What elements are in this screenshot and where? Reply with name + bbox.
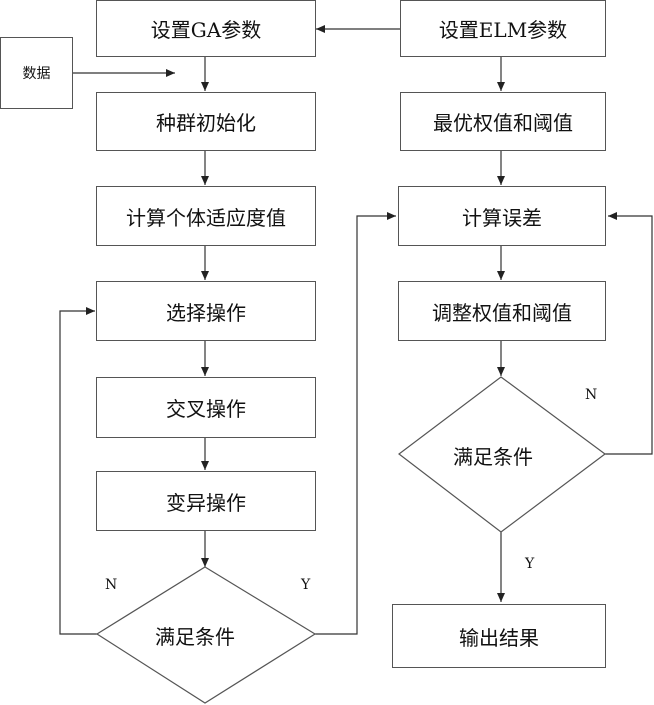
right-condition-label: 满足条件 bbox=[453, 445, 533, 469]
optimal-weights-box: 最优权值和阈值 bbox=[400, 92, 606, 151]
left-no-label: N bbox=[105, 577, 118, 593]
output-label: 输出结果 bbox=[459, 625, 539, 650]
data-box: 数据 bbox=[0, 37, 73, 109]
mutation-box: 变异操作 bbox=[96, 471, 316, 531]
compute-fitness-box: 计算个体适应度值 bbox=[96, 186, 316, 246]
init-population-box: 种群初始化 bbox=[96, 92, 316, 151]
optimal-weights-label: 最优权值和阈值 bbox=[433, 111, 573, 135]
adjust-weights-box: 调整权值和阈值 bbox=[398, 281, 606, 341]
output-box: 输出结果 bbox=[392, 604, 606, 668]
selection-box: 选择操作 bbox=[96, 281, 316, 341]
init-population-label: 种群初始化 bbox=[156, 111, 256, 135]
compute-fitness-label: 计算个体适应度值 bbox=[126, 205, 286, 230]
crossover-label: 交叉操作 bbox=[166, 397, 246, 421]
right-condition-diamond bbox=[398, 376, 607, 533]
crossover-box: 交叉操作 bbox=[96, 377, 316, 438]
set-elm-params-box: 设置ELM参数 bbox=[400, 0, 606, 57]
compute-error-box: 计算误差 bbox=[398, 186, 606, 246]
selection-label: 选择操作 bbox=[166, 300, 246, 325]
left-condition-diamond bbox=[95, 566, 317, 704]
adjust-weights-label: 调整权值和阈值 bbox=[432, 300, 572, 325]
right-yes-label: Y bbox=[525, 556, 535, 572]
mutation-label: 变异操作 bbox=[166, 490, 246, 515]
right-no-label: N bbox=[585, 387, 598, 403]
arrow-right-no-loop bbox=[605, 212, 653, 455]
arrow-left-no-loop bbox=[59, 307, 97, 635]
data-label: 数据 bbox=[22, 66, 51, 82]
set-ga-params-label: 设置GA参数 bbox=[150, 18, 262, 42]
left-yes-label: Y bbox=[301, 577, 311, 593]
set-elm-params-label: 设置ELM参数 bbox=[438, 18, 568, 42]
left-condition-label: 满足条件 bbox=[155, 625, 235, 649]
compute-error-label: 计算误差 bbox=[462, 205, 542, 230]
set-ga-params-box: 设置GA参数 bbox=[96, 0, 316, 57]
arrow-left-yes-to-error bbox=[315, 212, 396, 635]
